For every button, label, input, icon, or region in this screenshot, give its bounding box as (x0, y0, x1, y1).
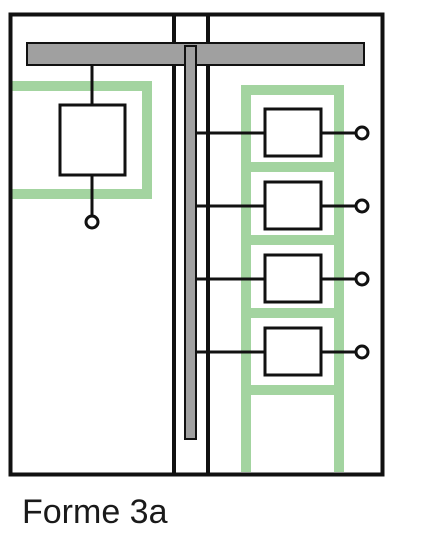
unit-2-terminal (354, 198, 370, 214)
unit-4-terminal (354, 344, 370, 360)
right-functional-unit-2 (196, 180, 370, 231)
right-functional-unit-3 (196, 253, 370, 304)
right-functional-unit-1 (196, 107, 370, 158)
left-functional-unit (58, 65, 127, 230)
unit-4-device (263, 326, 323, 377)
unit-3-terminal (354, 271, 370, 287)
unit-1-terminal (354, 125, 370, 141)
left-unit-separation (12, 81, 152, 199)
unit-3-device (263, 253, 323, 304)
separation-zones (12, 81, 344, 472)
right-functional-unit-4 (196, 326, 370, 377)
distribution-busbar (184, 45, 197, 440)
left-unit-terminal (84, 214, 100, 230)
left-unit-device (58, 103, 127, 177)
diagram-caption: Forme 3a (22, 493, 168, 531)
unit-2-device (263, 180, 323, 231)
enclosure-frame (8, 12, 385, 477)
unit-1-device (263, 107, 323, 158)
